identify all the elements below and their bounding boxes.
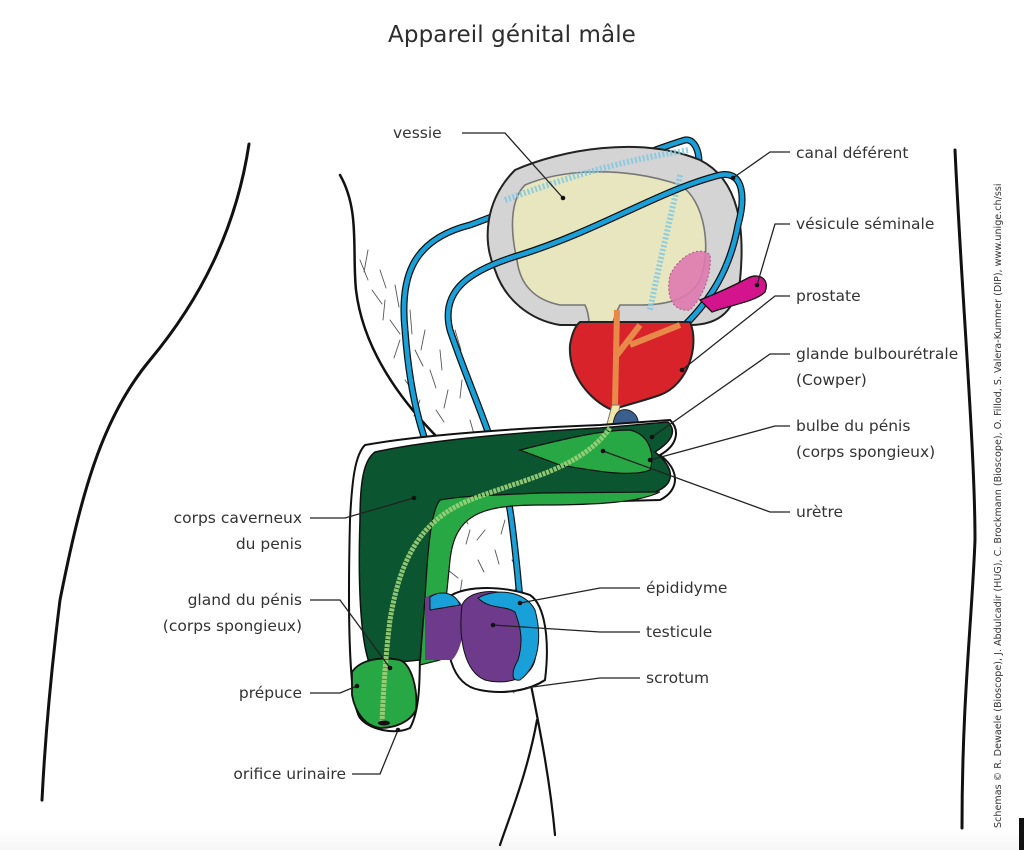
label-testicule: testicule (646, 623, 712, 641)
label-vessie: vessie (393, 124, 442, 142)
urethral-opening (378, 720, 390, 726)
leg-contour-right (528, 678, 557, 837)
label-canal-deferent: canal déférent (796, 144, 908, 162)
penis (348, 418, 677, 733)
label-gland-corps-spongieux: (corps spongieux) (163, 617, 302, 635)
epididymis-right (477, 591, 540, 681)
label-gland-penis: gland du pénis (188, 591, 302, 609)
label-glande-bulbouretrale: glande bulbourétrale (796, 345, 958, 363)
seminal-vesicle (698, 275, 767, 313)
seminal-vesicle-hidden (668, 250, 711, 311)
leg-contour-left (498, 718, 539, 847)
body-contours (40, 142, 977, 847)
label-prostate: prostate (796, 287, 861, 305)
labels: vessie canal déférent vésicule séminale … (163, 124, 958, 783)
label-corps-caverneux: corps caverneux (174, 509, 302, 527)
label-scrotum: scrotum (646, 669, 709, 687)
label-epididyme: épididyme (646, 579, 727, 597)
corner-mark (1019, 818, 1024, 850)
label-bulbe-corps-spongieux: (corps spongieux) (796, 443, 935, 461)
label-du-penis: du penis (236, 535, 302, 553)
urethra (379, 426, 613, 723)
credit-text: Schemas © R. Dewaele (Bioscope), J. Abdu… (993, 184, 1004, 828)
bottom-fade (0, 828, 1024, 850)
scrotum-testes (425, 587, 548, 693)
epididymis-left (429, 592, 461, 611)
label-orifice-urinaire: orifice urinaire (233, 765, 346, 783)
right-body-contour (953, 148, 977, 830)
diagram-title: Appareil génital mâle (388, 22, 636, 48)
corpus-spongiosum (419, 491, 661, 666)
label-prepuce: prépuce (239, 684, 302, 702)
label-vesicule-seminale: vésicule séminale (796, 215, 934, 233)
inner-thigh-contour (338, 173, 442, 442)
vas-deferens-hidden (503, 147, 691, 311)
label-uretre: urètre (796, 503, 843, 521)
left-hip-contour (40, 142, 251, 802)
label-bulbe-penis: bulbe du pénis (796, 417, 910, 435)
testis-left (425, 593, 464, 660)
leader-lines (310, 132, 790, 775)
prostatic-urethra (612, 309, 682, 406)
label-cowper: (Cowper) (796, 371, 867, 389)
